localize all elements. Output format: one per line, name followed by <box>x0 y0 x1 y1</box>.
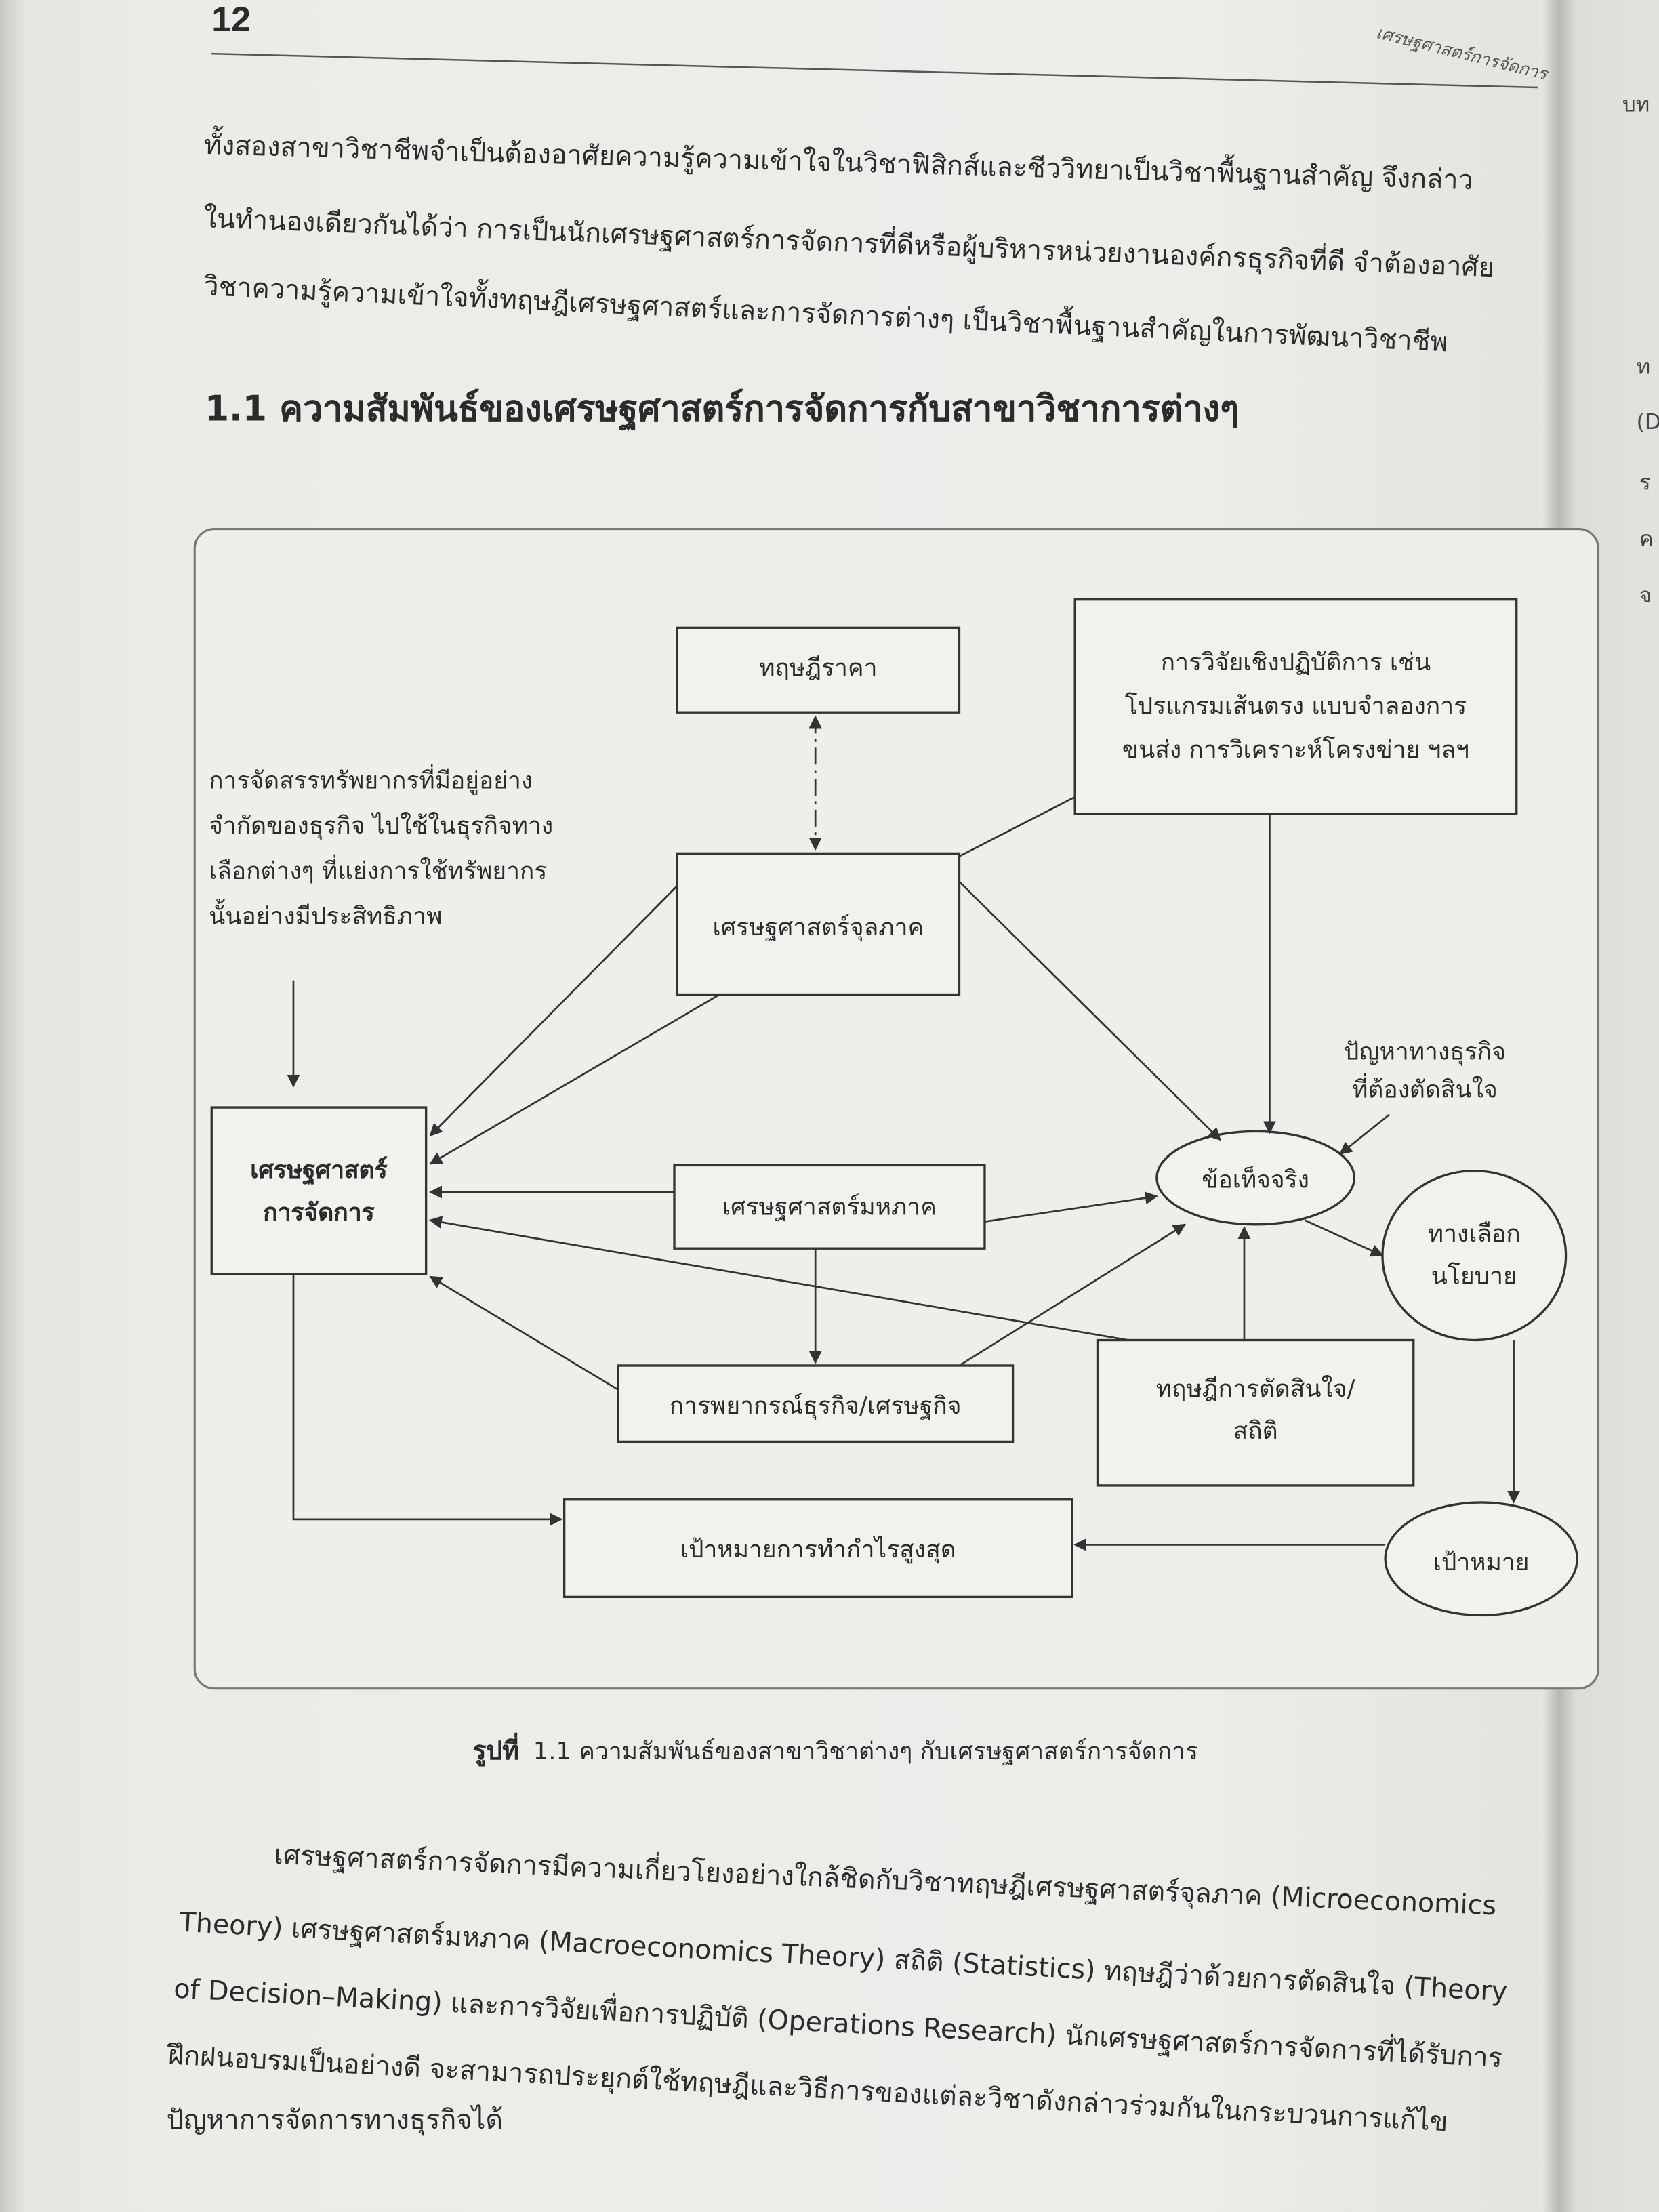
managerial-line: เศรษฐศาสตร์ <box>250 1156 388 1185</box>
policy-alternatives-label: ทางเลือก นโยบาย <box>1382 1213 1566 1298</box>
body-line: ปัญหาการจัดการทางธุรกิจได้ <box>166 2104 504 2136</box>
next-page-text: (D <box>1636 409 1659 435</box>
decision-line: สถิติ <box>1233 1418 1278 1446</box>
next-page-text: จ <box>1639 582 1652 609</box>
next-page-text: ท <box>1636 354 1651 380</box>
microeconomics-label: เศรษฐศาสตร์จุลภาค <box>712 914 924 943</box>
profit-goal-label: เป้าหมายการทำกำไรสูงสุด <box>680 1536 956 1565</box>
next-page-text: ค <box>1639 526 1654 552</box>
next-page-text: ร <box>1639 470 1651 495</box>
price-theory-box <box>676 626 961 714</box>
facts-ellipse <box>1155 1130 1356 1226</box>
policy-line: ทางเลือก <box>1427 1220 1521 1249</box>
forecasting-label: การพยากรณ์ธุรกิจ/เศรษฐกิจ <box>669 1392 962 1421</box>
macroeconomics-box <box>673 1164 986 1250</box>
goal-ellipse <box>1384 1501 1578 1617</box>
figure-caption: รูปที่ 1.1 ความสัมพันธ์ของสาขาวิชาต่างๆ ก… <box>472 1729 1198 1770</box>
caption-text: 1.1 ความสัมพันธ์ของสาขาวิชาต่างๆ กับเศรษ… <box>533 1738 1199 1767</box>
profit-goal-box <box>562 1498 1073 1599</box>
next-page-text: บท <box>1622 91 1650 117</box>
managerial-economics-label: เศรษฐศาสตร์ การจัดการ <box>211 1150 426 1235</box>
price-theory-label: ทฤษฎีราคา <box>759 654 878 683</box>
macroeconomics-label: เศรษฐศาสตร์มหภาค <box>722 1193 937 1222</box>
resource-allocation-text: การจัดสรรทรัพยากรที่มีอยู่อย่างจำกัดของธ… <box>209 767 554 931</box>
decision-line: ทฤษฎีการตัดสินใจ/ <box>1155 1375 1355 1404</box>
or-line: โปรแกรมเส้นตรง แบบจำลองการ <box>1124 693 1467 721</box>
microeconomics-box <box>676 852 961 996</box>
policy-line: นโยบาย <box>1431 1263 1517 1291</box>
or-line: การวิจัยเชิงปฏิบัติการ เช่น <box>1160 649 1431 678</box>
operations-research-label: การวิจัยเชิงปฏิบัติการ เช่น โปรแกรมเส้นต… <box>1075 642 1517 773</box>
problem-line: ปัญหาทางธุรกิจ <box>1343 1038 1506 1067</box>
managerial-line: การจัดการ <box>263 1199 375 1227</box>
or-line: ขนส่ง การวิเคราะห์โครงข่าย ฯลฯ <box>1122 736 1469 765</box>
section-heading: 1.1 ความสัมพันธ์ของเศรษฐศาสตร์การจัดการก… <box>204 388 1240 429</box>
decision-theory-box <box>1096 1338 1415 1487</box>
operations-research-box <box>1073 598 1518 815</box>
managerial-economics-box <box>210 1106 428 1275</box>
facts-label: ข้อเท็จจริง <box>1202 1166 1309 1195</box>
caption-label: รูปที่ <box>472 1736 519 1767</box>
decision-theory-label: ทฤษฎีการตัดสินใจ/ สถิติ <box>1097 1368 1413 1453</box>
business-problem-text: ปัญหาทางธุรกิจ ที่ต้องตัดสินใจ <box>1312 1034 1538 1110</box>
page-number: 12 <box>211 0 251 40</box>
goal-label: เป้าหมาย <box>1433 1549 1530 1578</box>
problem-line: ที่ต้องตัดสินใจ <box>1352 1076 1498 1105</box>
forecasting-box <box>617 1364 1015 1443</box>
